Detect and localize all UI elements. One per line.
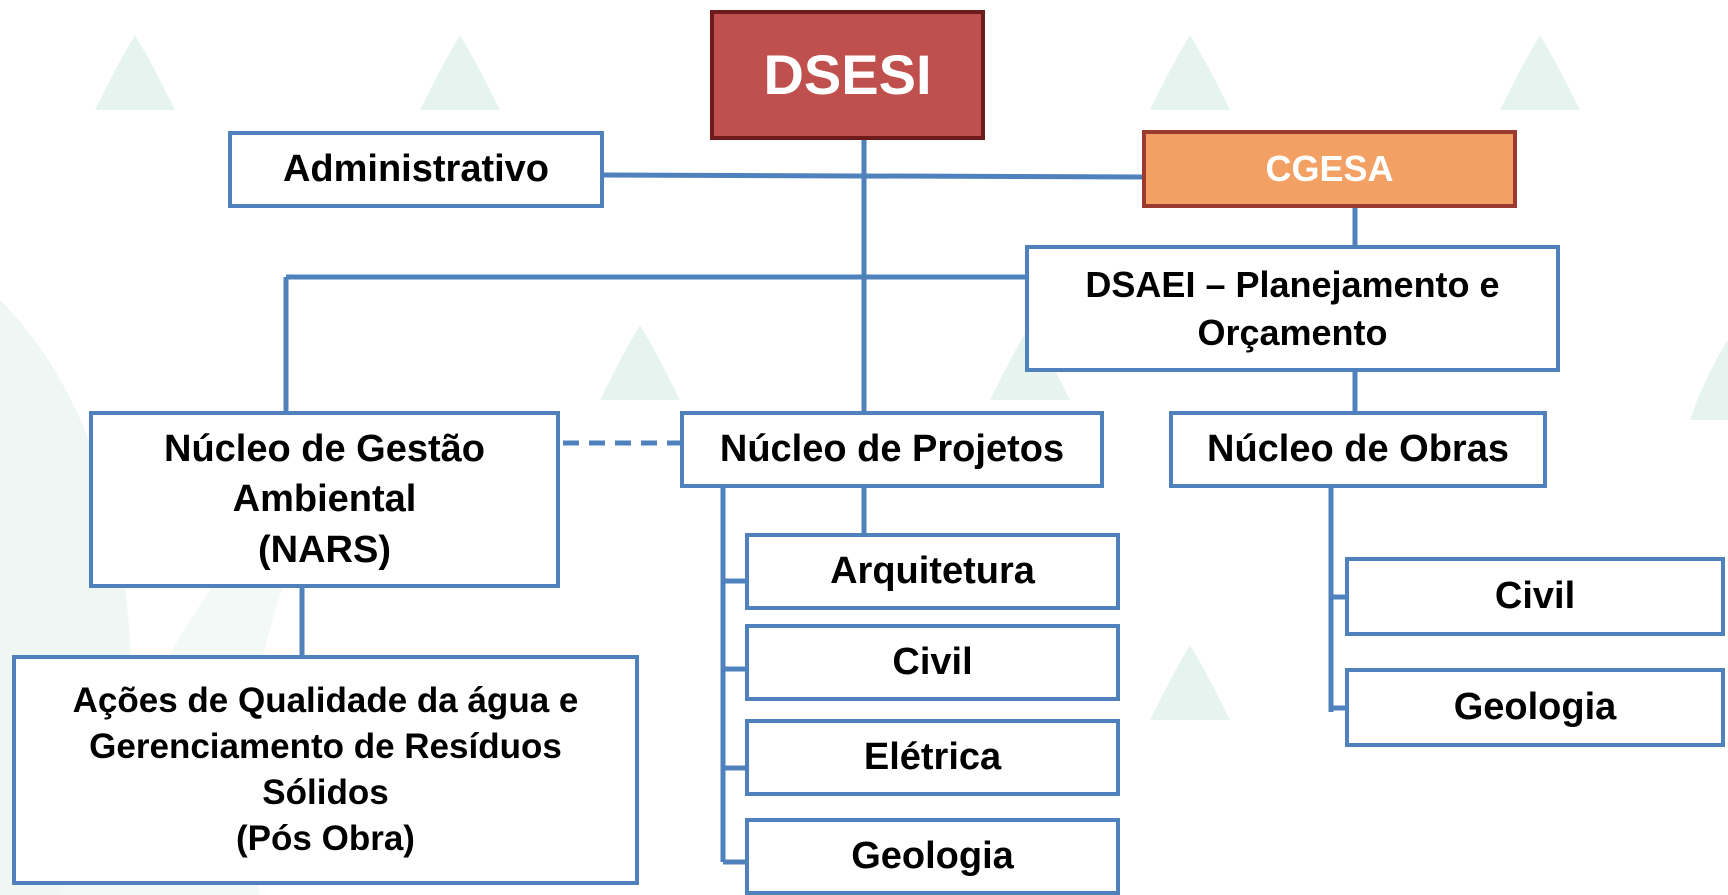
dsaei-label: DSAEI – Planejamento e Orçamento <box>1085 263 1500 353</box>
administrativo-box: Administrativo <box>228 131 604 208</box>
watermark-logo <box>1500 35 1580 110</box>
nucleo-projetos-box: Núcleo de Projetos <box>680 411 1104 488</box>
cgesa-label: CGESA <box>1265 148 1394 190</box>
nucleo-gestao-ambiental-box: Núcleo de Gestão Ambiental (NARS) <box>89 411 560 588</box>
dsesi-box: DSESI <box>710 10 985 140</box>
projetos-geologia-box: Geologia <box>745 818 1120 895</box>
cgesa-box: CGESA <box>1142 130 1517 208</box>
dsesi-label: DSESI <box>763 43 932 107</box>
connector-line <box>602 172 1144 180</box>
administrativo-label: Administrativo <box>282 148 550 191</box>
dsaei-box: DSAEI – Planejamento e Orçamento <box>1025 245 1560 372</box>
nucleo-obras-label: Núcleo de Obras <box>1207 428 1509 471</box>
obras-civil-box: Civil <box>1345 557 1725 636</box>
watermark-logo <box>420 35 500 110</box>
watermark-logo <box>1690 340 1728 420</box>
projetos-geologia-label: Geologia <box>851 835 1014 878</box>
projetos-arquitetura-label: Arquitetura <box>830 550 1035 593</box>
watermark-logo <box>600 325 680 400</box>
projetos-civil-label: Civil <box>892 641 973 684</box>
projetos-eletrica-label: Elétrica <box>863 736 1002 779</box>
obras-civil-label: Civil <box>1494 575 1576 618</box>
acoes-qualidade-box: Ações de Qualidade da água e Gerenciamen… <box>12 655 639 885</box>
nucleo-projetos-label: Núcleo de Projetos <box>719 428 1065 471</box>
watermark-logo <box>1150 645 1230 720</box>
projetos-civil-box: Civil <box>745 624 1120 701</box>
nucleo-obras-box: Núcleo de Obras <box>1169 411 1547 488</box>
projetos-eletrica-box: Elétrica <box>745 719 1120 796</box>
obras-geologia-box: Geologia <box>1345 668 1725 747</box>
obras-geologia-label: Geologia <box>1453 686 1617 729</box>
acoes-qualidade-label: Ações de Qualidade da água e Gerenciamen… <box>72 680 579 859</box>
nucleo-gestao-ambiental-label: Núcleo de Gestão Ambiental (NARS) <box>164 428 485 571</box>
watermark-logo <box>1150 35 1230 110</box>
watermark-logos <box>95 35 1728 720</box>
projetos-arquitetura-box: Arquitetura <box>745 533 1120 610</box>
watermark-logo <box>95 35 175 110</box>
